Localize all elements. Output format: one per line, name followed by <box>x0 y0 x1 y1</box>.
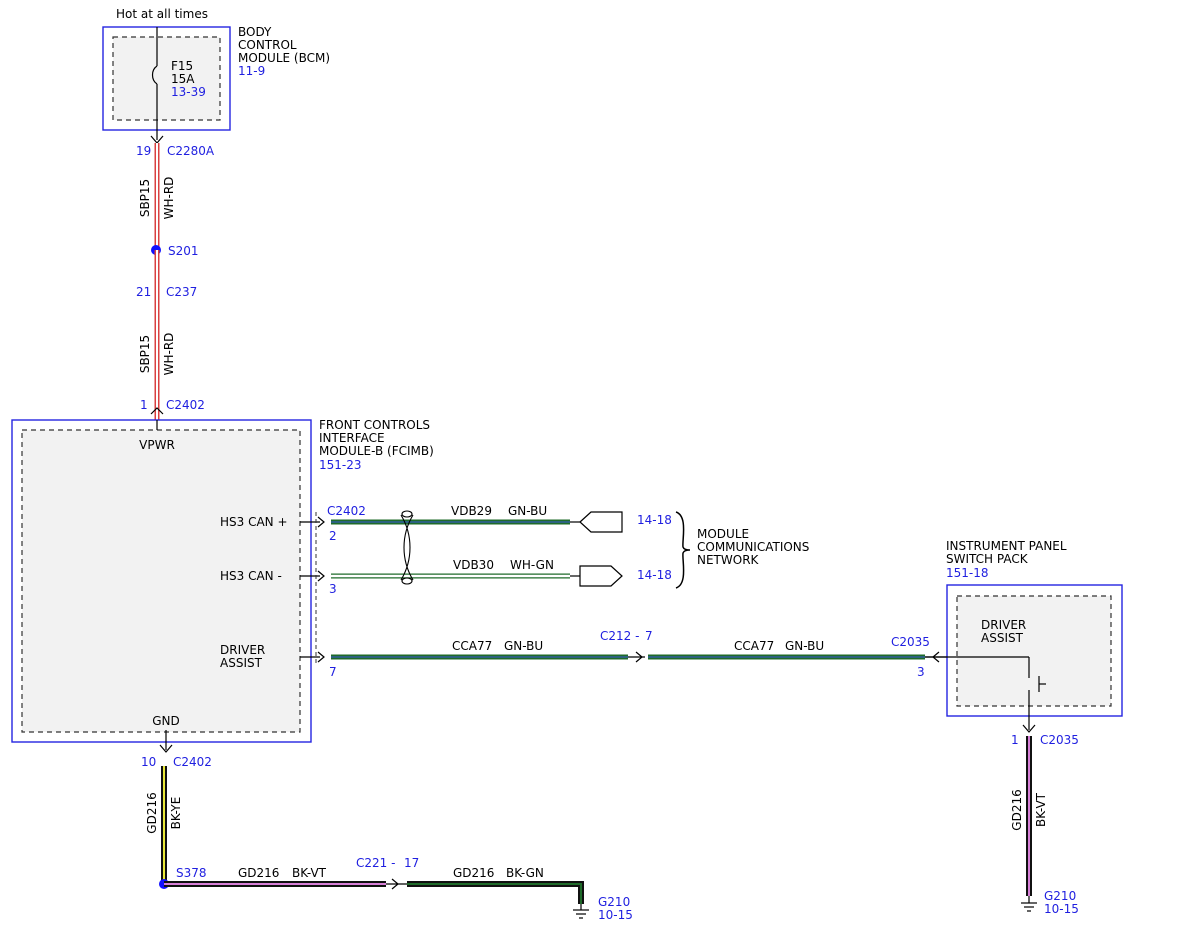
c2035-driver-assist-connector[interactable]: C2035 <box>891 635 930 649</box>
cca77-right-color: GN-BU <box>785 639 824 653</box>
c221-connector[interactable]: C221 - <box>356 856 395 870</box>
twisted-pair-top-icon <box>401 510 413 518</box>
cca77-right-circuit: CCA77 <box>734 639 774 653</box>
fcimb-gnd-label: GND <box>152 714 180 728</box>
gd216-seg1-color: BK-VT <box>292 866 327 880</box>
connector-arrow-icon <box>317 516 325 528</box>
splice-s378-label: S378 <box>176 866 207 880</box>
ipsp-inner-box <box>956 595 1112 707</box>
cca77-left-color: GN-BU <box>504 639 543 653</box>
connector-arrow-icon <box>317 570 325 582</box>
gd216-seg1-circuit: GD216 <box>238 866 279 880</box>
ipsp-ground-connector[interactable]: C2035 <box>1040 733 1079 747</box>
fuse-name: F15 <box>171 59 193 73</box>
fuse-icon <box>151 65 158 85</box>
c212-pin: 7 <box>645 629 653 643</box>
ipsp-ground-name: G210 <box>1044 889 1076 903</box>
fcimb-ground-name: G210 <box>598 895 630 909</box>
splice-s201-label: S201 <box>168 244 199 258</box>
fcimb-vpwr-pin: 1 <box>140 398 148 412</box>
wire-upper-circuit: SBP15 <box>138 179 152 217</box>
ipsp-driver-assist-label: DRIVER ASSIST <box>981 618 1030 645</box>
c2035-driver-assist-pin: 3 <box>917 665 925 679</box>
connector-arrow-icon <box>391 878 399 890</box>
fcimb-ref: 151-23 <box>319 458 362 472</box>
wire-lower-color: WH-RD <box>162 333 176 376</box>
twisted-pair-bottom-icon <box>401 577 413 585</box>
wire-gd216-bk-gn[interactable] <box>407 881 584 904</box>
fcimb-driver-assist-pin: 7 <box>329 665 337 679</box>
vdb29-ref: 14-18 <box>637 513 672 527</box>
fcimb-ground-color: BK-YE <box>169 797 183 830</box>
fcimb-can-connector[interactable]: C2402 <box>327 504 366 518</box>
connector-arrow-icon <box>635 651 643 663</box>
c2280a-pin: 19 <box>136 144 151 158</box>
fcimb-can-plus-pin: 2 <box>329 529 337 543</box>
c221-pin: 17 <box>404 856 419 870</box>
c237-connector[interactable]: C237 <box>166 285 197 299</box>
vdb30-ref: 14-18 <box>637 568 672 582</box>
fcimb-vpwr-label: VPWR <box>139 438 175 452</box>
connector-arrow-icon <box>159 744 173 753</box>
ipsp-ground-color: BK-VT <box>1034 792 1048 827</box>
vdb29-continuation-icon[interactable] <box>579 511 623 533</box>
ground-icon <box>1021 896 1037 912</box>
fcimb-ground-ref: 10-15 <box>598 908 633 922</box>
bcm-inner-box <box>112 36 221 121</box>
network-brace-icon <box>675 511 691 589</box>
vdb30-color: WH-GN <box>510 558 554 572</box>
vdb30-circuit: VDB30 <box>453 558 494 572</box>
fcimb-ground-circuit: GD216 <box>145 792 159 833</box>
gd216-seg2-color: BK-GN <box>506 866 544 880</box>
fcimb-inner-box <box>21 429 301 733</box>
twisted-pair-icon <box>400 514 414 581</box>
momentary-switch-icon[interactable] <box>1028 657 1046 730</box>
c2280a-connector[interactable]: C2280A <box>167 144 215 158</box>
gd216-seg2-circuit: GD216 <box>453 866 494 880</box>
fcimb-title: FRONT CONTROLS INTERFACE MODULE-B (FCIMB… <box>319 418 434 458</box>
fcimb-hs3-can-plus-label: HS3 CAN + <box>220 515 288 529</box>
ground-icon <box>573 904 589 919</box>
fcimb-vpwr-connector[interactable]: C2402 <box>166 398 205 412</box>
ipsp-ground-circuit: GD216 <box>1010 789 1024 830</box>
ipsp-ground-ref: 10-15 <box>1044 902 1079 916</box>
connector-arrow-icon <box>317 651 325 663</box>
bcm-title: BODY CONTROL MODULE (BCM) <box>238 25 330 65</box>
fcimb-hs3-can-minus-label: HS3 CAN - <box>220 569 282 583</box>
network-label: MODULE COMMUNICATIONS NETWORK <box>697 527 813 567</box>
connector-arrow-icon <box>1022 724 1036 733</box>
bcm-ref: 11-9 <box>238 64 265 78</box>
vdb29-color: GN-BU <box>508 504 547 518</box>
vdb30-continuation-icon[interactable] <box>579 565 623 587</box>
ipsp-ref: 151-18 <box>946 566 989 580</box>
fcimb-ground-pin: 10 <box>141 755 156 769</box>
wire-upper-color: WH-RD <box>162 177 176 220</box>
fcimb-ground-connector[interactable]: C2402 <box>173 755 212 769</box>
fuse-rating: 15A <box>171 72 195 86</box>
fcimb-driver-assist-label: DRIVER ASSIST <box>220 643 269 670</box>
ipsp-ground-pin: 1 <box>1011 733 1019 747</box>
fuse-ref: 13-39 <box>171 85 206 99</box>
supply-label: Hot at all times <box>116 7 208 21</box>
c212-connector[interactable]: C212 - <box>600 629 639 643</box>
c237-pin: 21 <box>136 285 151 299</box>
cca77-left-circuit: CCA77 <box>452 639 492 653</box>
wire-lower-circuit: SBP15 <box>138 335 152 373</box>
vdb29-circuit: VDB29 <box>451 504 492 518</box>
fcimb-can-minus-pin: 3 <box>329 582 337 596</box>
ipsp-title: INSTRUMENT PANEL SWITCH PACK <box>946 539 1070 566</box>
connector-arrow-icon <box>150 407 164 415</box>
